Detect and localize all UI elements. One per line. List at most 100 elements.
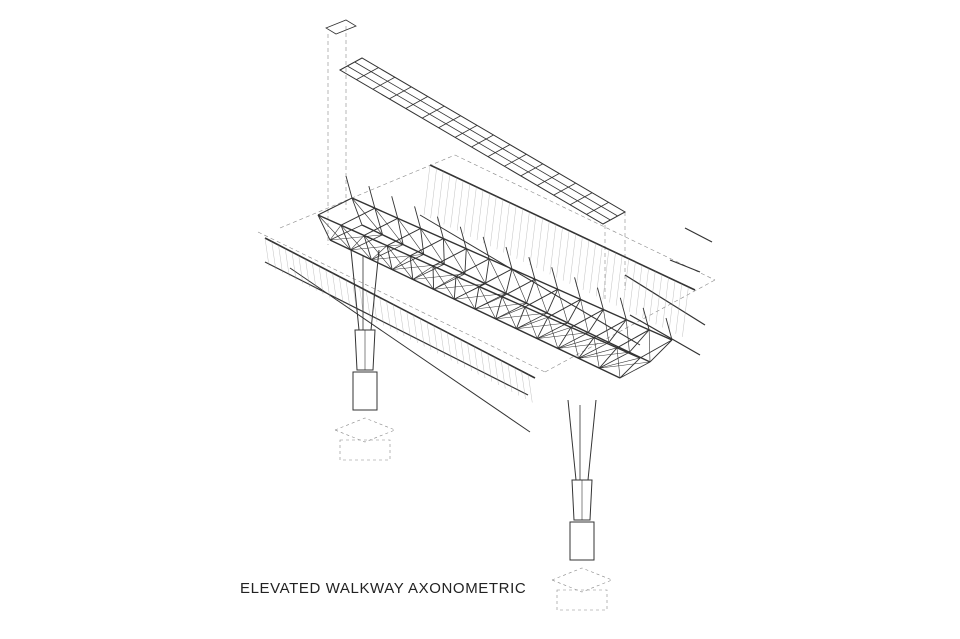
canopy-fin <box>332 272 337 302</box>
truss-diagonal <box>433 276 457 290</box>
canopy-fin <box>393 304 398 333</box>
canopy-arm <box>482 236 490 259</box>
truss-crossbeam <box>639 339 673 359</box>
canopy-fin <box>456 180 464 231</box>
canopy-fin <box>589 243 596 294</box>
floor-diagonal <box>599 361 651 369</box>
canopy-fin <box>576 236 583 287</box>
truss-diagonal <box>648 329 651 363</box>
column-branch <box>370 249 380 331</box>
panel-divider <box>421 105 445 119</box>
canopy-fin <box>460 339 465 368</box>
canopy-fin <box>325 269 330 298</box>
canopy-fin <box>298 255 303 284</box>
canopy-fin <box>487 353 492 382</box>
canopy-fin <box>556 227 563 278</box>
floor-beam <box>371 244 404 261</box>
truss-post <box>526 278 536 304</box>
drawing-caption: ELEVATED WALKWAY AXONOMETRIC <box>240 580 527 597</box>
truss-post <box>578 337 595 359</box>
guide-line <box>544 279 716 373</box>
panel-divider <box>553 182 576 196</box>
column-branch <box>567 399 577 481</box>
canopy-fin <box>352 283 357 312</box>
canopy-fin <box>649 271 656 322</box>
truss-post <box>363 235 372 260</box>
floor-beam <box>495 302 527 320</box>
canopy-fin <box>602 249 610 300</box>
canopy-fin <box>463 183 470 234</box>
floor-diagonal <box>557 342 609 349</box>
canopy-fin <box>453 335 459 365</box>
truss-post <box>567 299 581 324</box>
column-pier <box>569 521 595 561</box>
truss-post <box>619 357 641 379</box>
canopy-fin <box>443 174 451 225</box>
truss-diagonal <box>524 306 538 339</box>
column-footing <box>556 589 608 611</box>
canopy-fin <box>426 321 432 351</box>
truss-post <box>386 245 393 270</box>
truss-post <box>536 316 549 339</box>
panel-divider <box>372 76 396 90</box>
truss-diagonal <box>534 279 548 314</box>
canopy-fin <box>562 230 570 281</box>
truss-diagonal <box>511 268 527 304</box>
canopy-fin <box>447 332 452 361</box>
column-footing <box>339 439 391 461</box>
canopy-fin <box>440 328 445 358</box>
truss-diagonal <box>593 337 600 369</box>
floor-beam <box>599 351 630 369</box>
floor-diagonal <box>454 293 507 300</box>
canopy-fin <box>413 314 418 344</box>
canopy-arm <box>596 287 604 310</box>
canopy-arm <box>505 246 513 270</box>
canopy-fin <box>450 177 457 228</box>
canopy-fin <box>615 255 623 306</box>
canopy-fin <box>494 356 499 386</box>
truss-diagonal <box>363 235 393 270</box>
floor-diagonal <box>350 244 404 251</box>
truss-post <box>453 276 457 300</box>
truss-post <box>409 255 414 280</box>
canopy-fin <box>496 199 504 250</box>
truss-diagonal <box>516 316 549 329</box>
floor-diagonal <box>329 234 383 241</box>
canopy-fin <box>406 311 411 340</box>
canopy-fin <box>305 258 310 288</box>
floor-beam <box>391 253 424 270</box>
canopy-fin <box>635 264 643 316</box>
canopy-fin <box>285 248 290 277</box>
truss-crossbeam <box>501 278 536 298</box>
canopy-arm <box>642 307 650 330</box>
truss-post <box>351 197 363 226</box>
canopy-fin <box>433 325 438 354</box>
canopy-fins <box>264 164 713 433</box>
canopy-fin <box>507 363 513 393</box>
canopy-arm <box>391 196 399 219</box>
truss-post <box>516 306 526 329</box>
floor-beam <box>329 224 363 241</box>
canopy-fin <box>521 370 526 400</box>
panel-divider <box>454 125 478 138</box>
floor-diagonal <box>516 322 568 329</box>
canopy-fin <box>569 233 576 284</box>
truss-crossbeam <box>386 227 421 247</box>
truss-diagonal <box>580 299 589 333</box>
canopy-arm <box>368 186 376 209</box>
canopy-fin <box>596 246 603 297</box>
floor-beam <box>578 342 610 359</box>
truss-crossbeam <box>547 298 581 318</box>
truss-diagonal <box>432 265 455 300</box>
walkway-truss <box>317 175 673 379</box>
truss-diagonal <box>443 238 466 275</box>
floor-beam <box>412 263 445 280</box>
canopy-fin <box>399 307 405 337</box>
truss-post <box>474 286 480 310</box>
canopy-fin <box>379 297 384 326</box>
panel-end-tile <box>325 19 357 35</box>
panel-divider <box>504 153 527 167</box>
truss-crossbeam <box>432 248 467 267</box>
canopy-fin <box>528 374 533 403</box>
